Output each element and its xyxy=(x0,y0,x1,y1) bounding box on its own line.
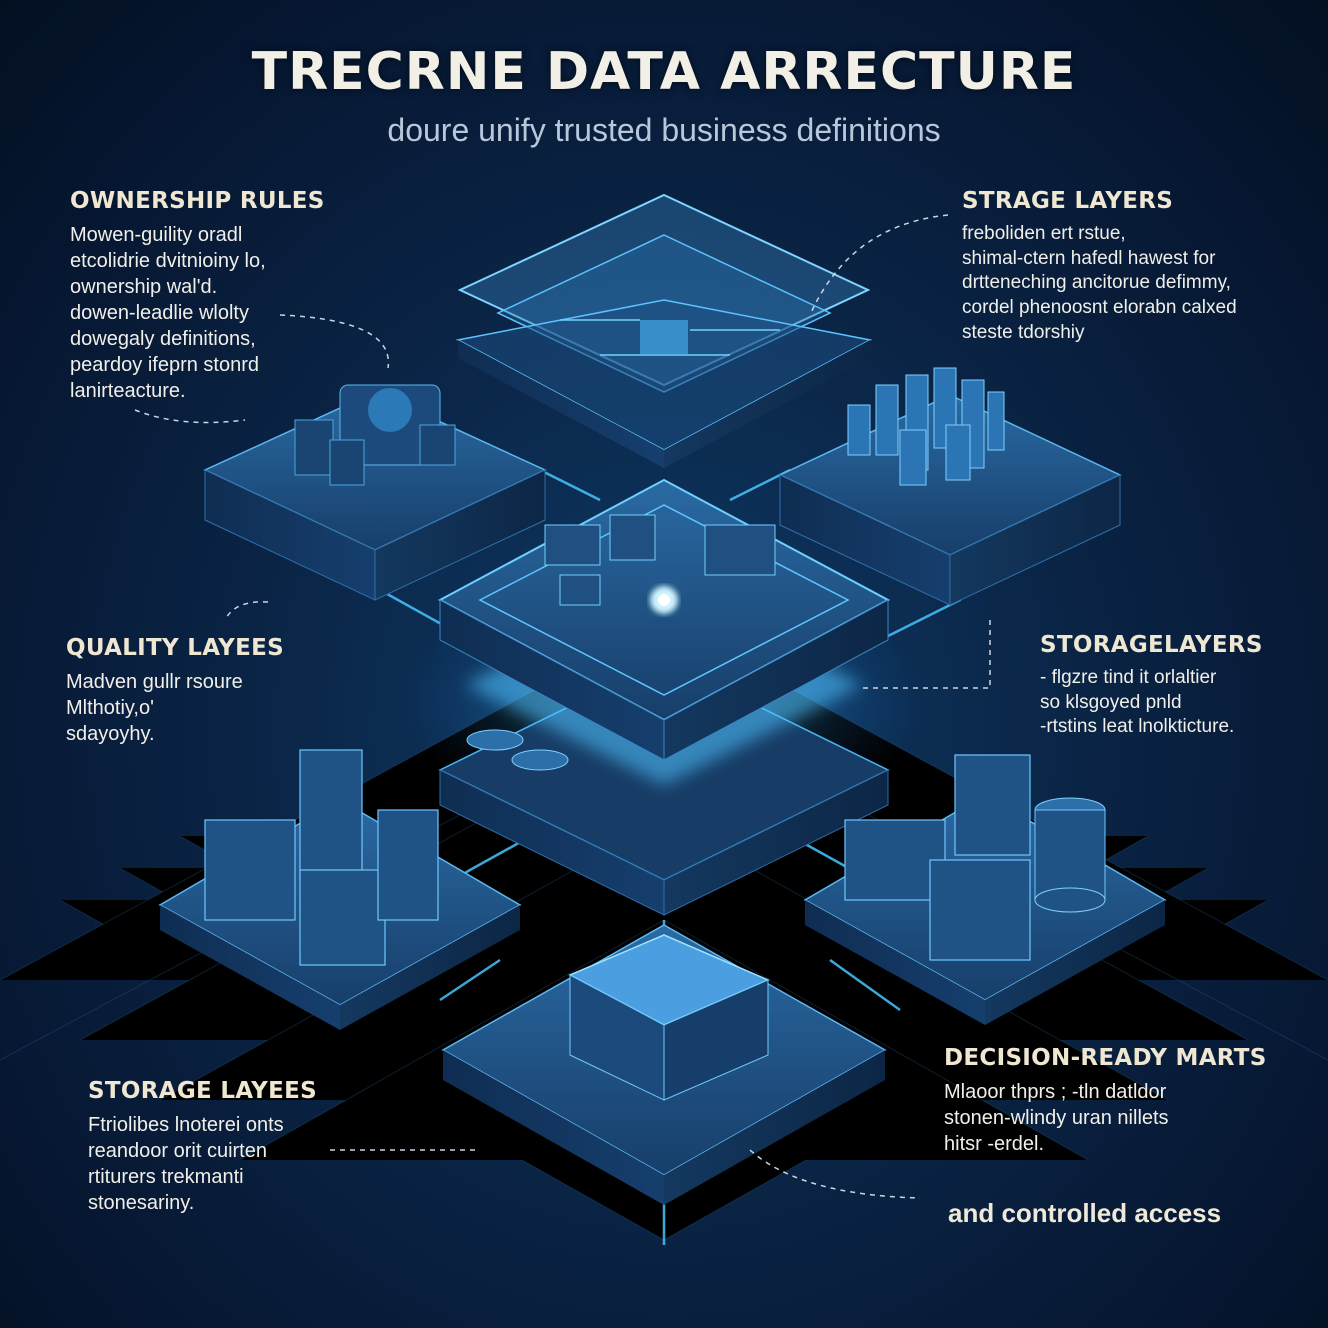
page-subtitle: doure unify trusted business definitions xyxy=(387,112,941,148)
callout-heading: STORAGE LAYEES xyxy=(88,1078,318,1104)
callout-storage-layers-mid: STORAGELAYERS - flgzre tind it orlaltier… xyxy=(1040,632,1300,740)
left-platform xyxy=(203,384,547,601)
callout-body: - flgzre tind it orlaltier so klsgoyed p… xyxy=(1040,667,1235,738)
callout-quality-layers: QUALITY LAYEES Madven gullr rsoure Mltho… xyxy=(66,635,326,747)
callout-body: Madven gullr rsoure Mlthotiy,o' sdayoyhy… xyxy=(66,671,243,745)
lower-right-platform xyxy=(803,754,1167,1025)
callout-heading: OWNERSHIP RULES xyxy=(70,188,325,214)
callout-heading: DECISION-READY MARTS xyxy=(944,1045,1267,1071)
callout-decision-ready-marts: DECISION-READY MARTS Mlaoor thprs ; -tln… xyxy=(944,1045,1274,1157)
callout-storage-layers-bottom: STORAGE LAYEES Ftriolibes lnoterei onts … xyxy=(88,1078,348,1216)
callout-heading: STRAGE LAYERS xyxy=(962,188,1174,214)
central-core xyxy=(404,478,924,916)
right-platform xyxy=(778,367,1122,606)
top-glass-layer xyxy=(455,193,873,468)
bottom-platform xyxy=(441,924,887,1205)
callout-heading: STORAGELAYERS xyxy=(1040,632,1263,658)
footer-note: and controlled access xyxy=(948,1198,1222,1228)
callout-body: Ftriolibes lnoterei onts reandoor orit c… xyxy=(88,1114,284,1214)
callout-body: freboliden ert rstue, shimal-ctern hafed… xyxy=(962,223,1237,343)
callout-connectors xyxy=(134,214,991,1199)
page-title: TRECRNE DATA ARRECTURE xyxy=(251,42,1077,102)
callout-body: Mlaoor thprs ; -tln datldor stonen-wlind… xyxy=(944,1081,1169,1155)
callout-strage-layers: STRAGE LAYERS freboliden ert rstue, shim… xyxy=(962,188,1292,345)
lower-left-platform xyxy=(158,749,522,1030)
callout-body: Mowen-guility oradl etcolidrie dvitnioin… xyxy=(70,224,266,402)
callout-ownership-rules: OWNERSHIP RULES Mowen-guility oradl etco… xyxy=(70,188,370,404)
callout-heading: QUALITY LAYEES xyxy=(66,635,284,661)
